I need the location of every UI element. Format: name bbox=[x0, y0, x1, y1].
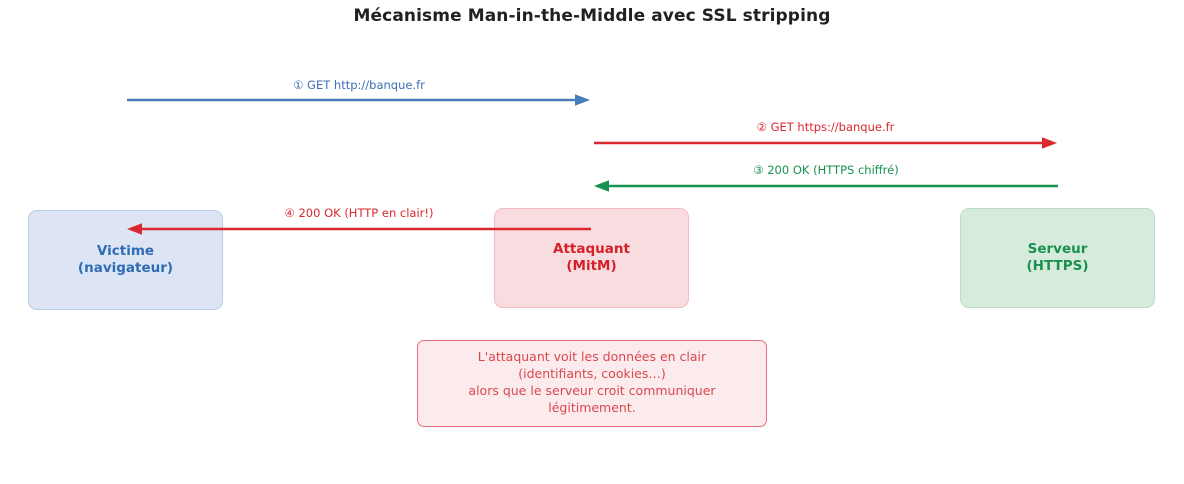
flow-label-step-2: ② GET https://banque.fr bbox=[756, 120, 895, 134]
explanation-note: L'attaquant voit les données en clair (i… bbox=[417, 340, 767, 427]
node-server-label: Serveur (HTTPS) bbox=[1026, 241, 1089, 274]
flow-arrow-step-1 bbox=[127, 92, 591, 108]
node-victim-label: Victime (navigateur) bbox=[77, 243, 174, 276]
node-attacker-label: Attaquant (MitM) bbox=[553, 241, 630, 274]
flow-arrow-step-4 bbox=[127, 221, 591, 237]
flow-label-step-3: ③ 200 OK (HTTPS chiffré) bbox=[753, 163, 899, 177]
flow-label-step-4: ④ 200 OK (HTTP en clair!) bbox=[284, 206, 434, 220]
flow-label-step-1: ① GET http://banque.fr bbox=[293, 78, 425, 92]
page-title: Mécanisme Man-in-the-Middle avec SSL str… bbox=[353, 6, 831, 26]
flow-arrow-step-3 bbox=[594, 178, 1058, 194]
node-server[interactable]: Serveur (HTTPS) bbox=[960, 208, 1155, 308]
node-attacker[interactable]: Attaquant (MitM) bbox=[494, 208, 689, 308]
node-victim[interactable]: Victime (navigateur) bbox=[28, 210, 223, 310]
flow-arrow-step-2 bbox=[594, 135, 1058, 151]
